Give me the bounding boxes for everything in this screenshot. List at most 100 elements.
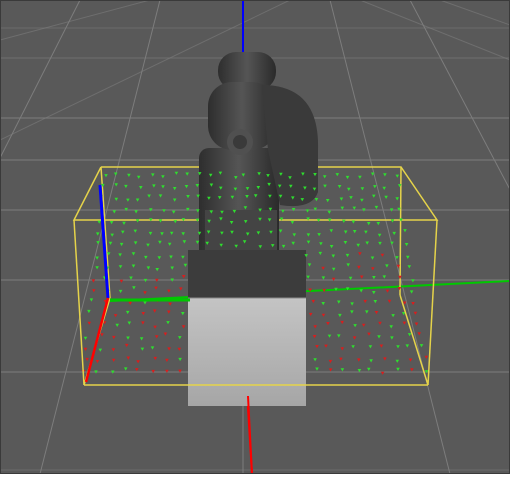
reachable-marker: [383, 173, 387, 177]
unreachable-marker: [359, 275, 364, 279]
reachable-marker: [343, 241, 348, 245]
unreachable-marker: [111, 348, 116, 352]
reachable-marker: [366, 222, 371, 226]
reachable-marker: [129, 276, 133, 280]
unreachable-marker: [396, 264, 401, 268]
reachable-marker: [132, 286, 136, 290]
reachable-marker: [372, 194, 376, 198]
reachable-marker: [397, 207, 401, 211]
reachable-marker: [306, 233, 311, 237]
reachable-marker: [270, 244, 275, 248]
unreachable-marker: [331, 277, 336, 281]
reachable-marker: [234, 176, 238, 180]
reachable-marker: [256, 186, 261, 190]
reachable-marker: [319, 242, 323, 246]
unreachable-marker: [417, 332, 421, 336]
reachable-marker: [321, 276, 326, 280]
reachable-marker: [356, 243, 360, 247]
reachable-marker: [352, 206, 357, 210]
reachable-marker: [124, 184, 128, 189]
reachable-marker: [207, 196, 211, 200]
reachable-marker: [340, 206, 345, 210]
unreachable-marker: [167, 289, 171, 293]
unreachable-marker: [397, 287, 402, 291]
reachable-marker: [327, 334, 332, 338]
reachable-marker: [205, 241, 209, 245]
reachable-marker: [335, 173, 340, 177]
reachable-marker: [184, 185, 189, 189]
reachable-marker: [316, 218, 321, 222]
unreachable-marker: [87, 321, 92, 325]
unreachable-marker: [154, 286, 158, 290]
reachable-marker: [362, 208, 366, 212]
unreachable-marker: [165, 358, 169, 362]
reachable-marker: [110, 233, 114, 237]
reachable-marker: [395, 197, 399, 201]
reachable-marker: [258, 245, 263, 249]
unreachable-marker: [102, 321, 107, 325]
reachable-marker: [186, 195, 190, 199]
reachable-marker: [243, 220, 248, 224]
reachable-marker: [376, 222, 381, 226]
unreachable-marker: [398, 275, 402, 279]
reachable-marker: [95, 266, 99, 270]
unreachable-marker: [328, 359, 333, 364]
unreachable-marker: [113, 314, 118, 318]
unreachable-marker: [410, 368, 414, 372]
reachable-marker: [392, 231, 396, 236]
reachable-marker: [370, 256, 375, 260]
reachable-marker: [409, 290, 414, 294]
reachable-marker: [127, 321, 132, 325]
unreachable-marker: [378, 321, 382, 325]
reachable-marker: [83, 336, 88, 340]
reachable-marker: [136, 175, 141, 179]
reachable-marker: [219, 186, 223, 190]
reachable-marker: [306, 240, 311, 244]
reachable-marker: [372, 291, 376, 295]
unreachable-marker: [352, 336, 357, 340]
reachable-marker: [195, 218, 200, 222]
reachable-marker: [305, 209, 310, 213]
reachable-marker: [139, 337, 144, 341]
reachable-marker: [337, 334, 341, 338]
unreachable-marker: [153, 356, 158, 361]
reachable-marker: [109, 221, 114, 225]
reachable-marker: [389, 325, 393, 329]
reachable-marker: [378, 241, 382, 246]
unreachable-marker: [141, 321, 145, 325]
reachable-marker: [183, 263, 188, 267]
reachable-marker: [349, 196, 353, 200]
reachable-marker: [338, 313, 342, 318]
reachable-marker: [353, 324, 357, 328]
reachable-marker: [111, 370, 115, 374]
reachable-marker: [337, 300, 341, 304]
unreachable-marker: [411, 302, 415, 306]
unreachable-marker: [339, 357, 343, 361]
unreachable-marker: [380, 253, 385, 257]
reachable-marker: [158, 219, 163, 223]
unreachable-marker: [167, 347, 171, 351]
reachable-marker: [348, 276, 353, 280]
reachable-marker: [345, 287, 350, 291]
reachable-marker: [149, 218, 153, 222]
reachable-marker: [113, 172, 118, 176]
unreachable-marker: [322, 288, 326, 293]
reachable-marker: [124, 207, 128, 212]
reachable-marker: [339, 197, 344, 201]
reachable-marker: [114, 183, 118, 187]
reachable-marker: [118, 265, 123, 269]
reachable-marker: [185, 172, 189, 176]
unreachable-marker: [328, 368, 333, 372]
reachable-marker: [172, 187, 177, 191]
unreachable-marker: [124, 343, 129, 348]
reachable-marker: [367, 367, 371, 371]
reachable-marker: [368, 345, 373, 349]
unreachable-marker: [92, 289, 96, 293]
reachable-marker: [196, 209, 200, 213]
reachable-marker: [327, 210, 332, 214]
reachable-marker: [343, 230, 348, 234]
reachable-marker: [126, 198, 130, 202]
unreachable-marker: [379, 344, 384, 348]
reachable-marker: [317, 233, 321, 237]
